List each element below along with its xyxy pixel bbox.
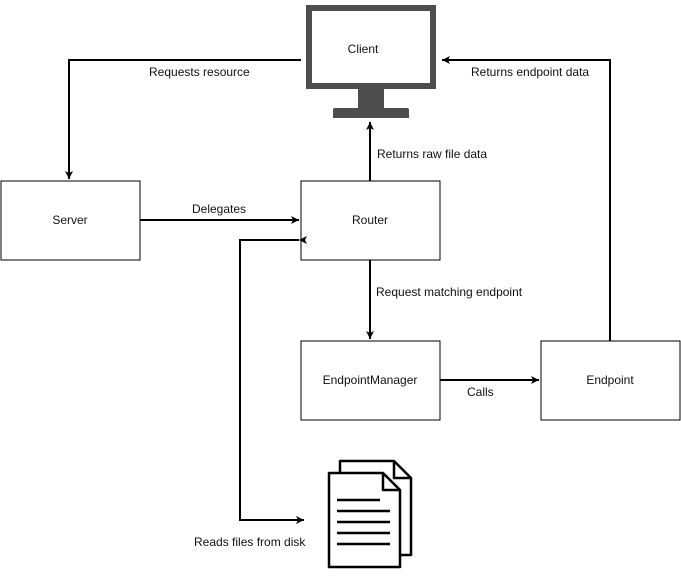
server-label: Server (52, 213, 87, 227)
endpoint-manager-box[interactable]: EndpointManager (300, 340, 441, 421)
endpoint-label: Endpoint (586, 373, 634, 387)
endpoint-box[interactable]: Endpoint (540, 340, 681, 421)
client-label: Client (348, 42, 379, 56)
documents-icon (327, 459, 413, 569)
delegates-label: Delegates (192, 202, 246, 216)
server-box[interactable]: Server (0, 180, 141, 261)
router-box[interactable]: Router (300, 180, 441, 261)
returns-endpoint-data-label: Returns endpoint data (471, 65, 589, 79)
returns-endpoint-data-arrow (442, 56, 611, 341)
reads-files-from-disk-arrow (239, 236, 307, 524)
router-label: Router (352, 213, 388, 227)
requests-resource-arrow (65, 59, 301, 179)
reads-files-from-disk-label: Reads files from disk (194, 535, 306, 549)
calls-label: Calls (467, 385, 494, 399)
endpoint-manager-label: EndpointManager (323, 373, 418, 387)
returns-raw-file-data-label: Returns raw file data (377, 147, 487, 161)
requests-resource-label: Requests resource (149, 65, 250, 79)
request-matching-endpoint-label: Request matching endpoint (376, 285, 523, 299)
monitor-icon (306, 5, 436, 118)
